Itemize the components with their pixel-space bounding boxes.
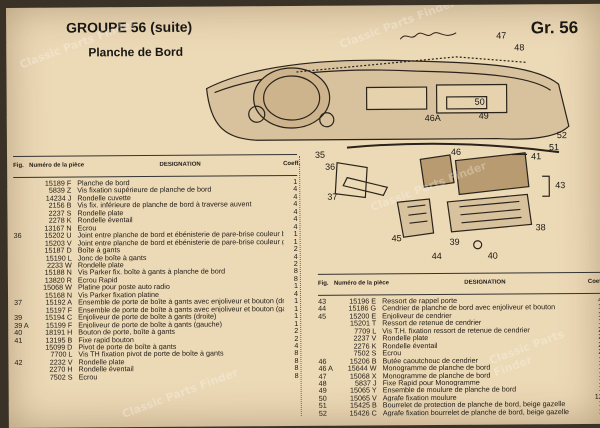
fig-cell: [14, 239, 30, 247]
fig-cell: [318, 320, 334, 328]
dashboard-exploded-diagram: 47 48 50 46A 49 51 52 35 36 37 46 41 43 …: [205, 31, 570, 261]
fig-cell: [318, 335, 334, 343]
fig-cell: [13, 210, 29, 218]
col-qty: Coeff.: [283, 161, 301, 168]
callout-46a: 46A: [425, 113, 441, 123]
parts-table-left: Fig. Numéro de la pièce DÉSIGNATION Coef…: [13, 153, 301, 382]
fig-cell: [13, 217, 29, 225]
fig-cell: 45: [318, 311, 327, 321]
col-des: DÉSIGNATION: [464, 279, 506, 287]
fig-cell: [14, 254, 30, 262]
callout-39: 39: [450, 237, 460, 247]
designation: Agrafe fixation bourrelet de planche de …: [382, 407, 570, 417]
callout-35: 35: [315, 150, 325, 160]
callout-46: 46: [451, 147, 461, 157]
fig-cell: [14, 269, 30, 277]
callout-50: 50: [475, 97, 485, 107]
fig-cell: 41: [14, 335, 23, 345]
handwritten-signature: [398, 29, 458, 46]
fig-cell: [14, 262, 30, 270]
fig-cell: [13, 195, 29, 203]
callout-52: 52: [557, 130, 567, 140]
col-num: Numéro de la pièce: [29, 162, 85, 170]
callout-40: 40: [488, 251, 498, 261]
quantity: 8: [294, 370, 299, 380]
fig-cell: [15, 366, 31, 374]
callout-36: 36: [325, 162, 335, 172]
section-title: Planche de Bord: [88, 44, 184, 60]
table-header: Fig. Numéro de la pièce DÉSIGNATION Coef…: [13, 153, 301, 178]
fig-cell: 42: [14, 357, 23, 367]
col-des: DÉSIGNATION: [159, 161, 201, 169]
callout-47: 47: [496, 31, 506, 41]
fig-cell: [318, 328, 334, 336]
quantity: 1: [589, 407, 600, 416]
callout-37: 37: [327, 192, 337, 202]
part-number: 15426 C: [349, 408, 377, 418]
table-row: 52 15426 C Agrafe fixation bourrelet de pl…: [318, 407, 600, 418]
fig-cell: 36: [13, 231, 22, 241]
table-row: 7502 S Ecrou 8: [15, 370, 299, 382]
col-qty: Coeff.: [587, 279, 600, 286]
fig-cell: [14, 344, 30, 352]
fig-cell: 52: [318, 408, 327, 418]
catalog-page: GROUPE 56 (suite) Planche de Bord Gr. 56: [6, 3, 600, 428]
callout-43: 43: [555, 180, 565, 190]
fig-cell: [14, 277, 30, 285]
callout-49: 49: [479, 111, 489, 121]
designation: Ecrou: [78, 372, 98, 381]
fig-cell: 37: [14, 298, 23, 308]
col-num: Numéro de la pièce: [333, 280, 389, 287]
fig-cell: [318, 342, 334, 350]
fig-cell: [15, 374, 31, 382]
table-header: Fig. Numéro de la pièce DÉSIGNATION Coef…: [317, 271, 600, 296]
callout-48: 48: [514, 42, 524, 52]
fig-cell: [14, 247, 30, 255]
callout-51: 51: [549, 142, 559, 152]
fig-cell: [14, 284, 30, 292]
col-fig: Fig.: [317, 281, 329, 288]
callout-45: 45: [392, 233, 402, 243]
callout-38: 38: [536, 222, 546, 232]
col-fig: Fig.: [13, 163, 24, 170]
callout-44: 44: [432, 251, 442, 261]
fig-cell: [13, 202, 29, 210]
fig-cell: [13, 187, 29, 195]
callout-41: 41: [531, 151, 541, 161]
fig-cell: [13, 180, 29, 188]
part-number: 7502 S: [49, 372, 73, 382]
